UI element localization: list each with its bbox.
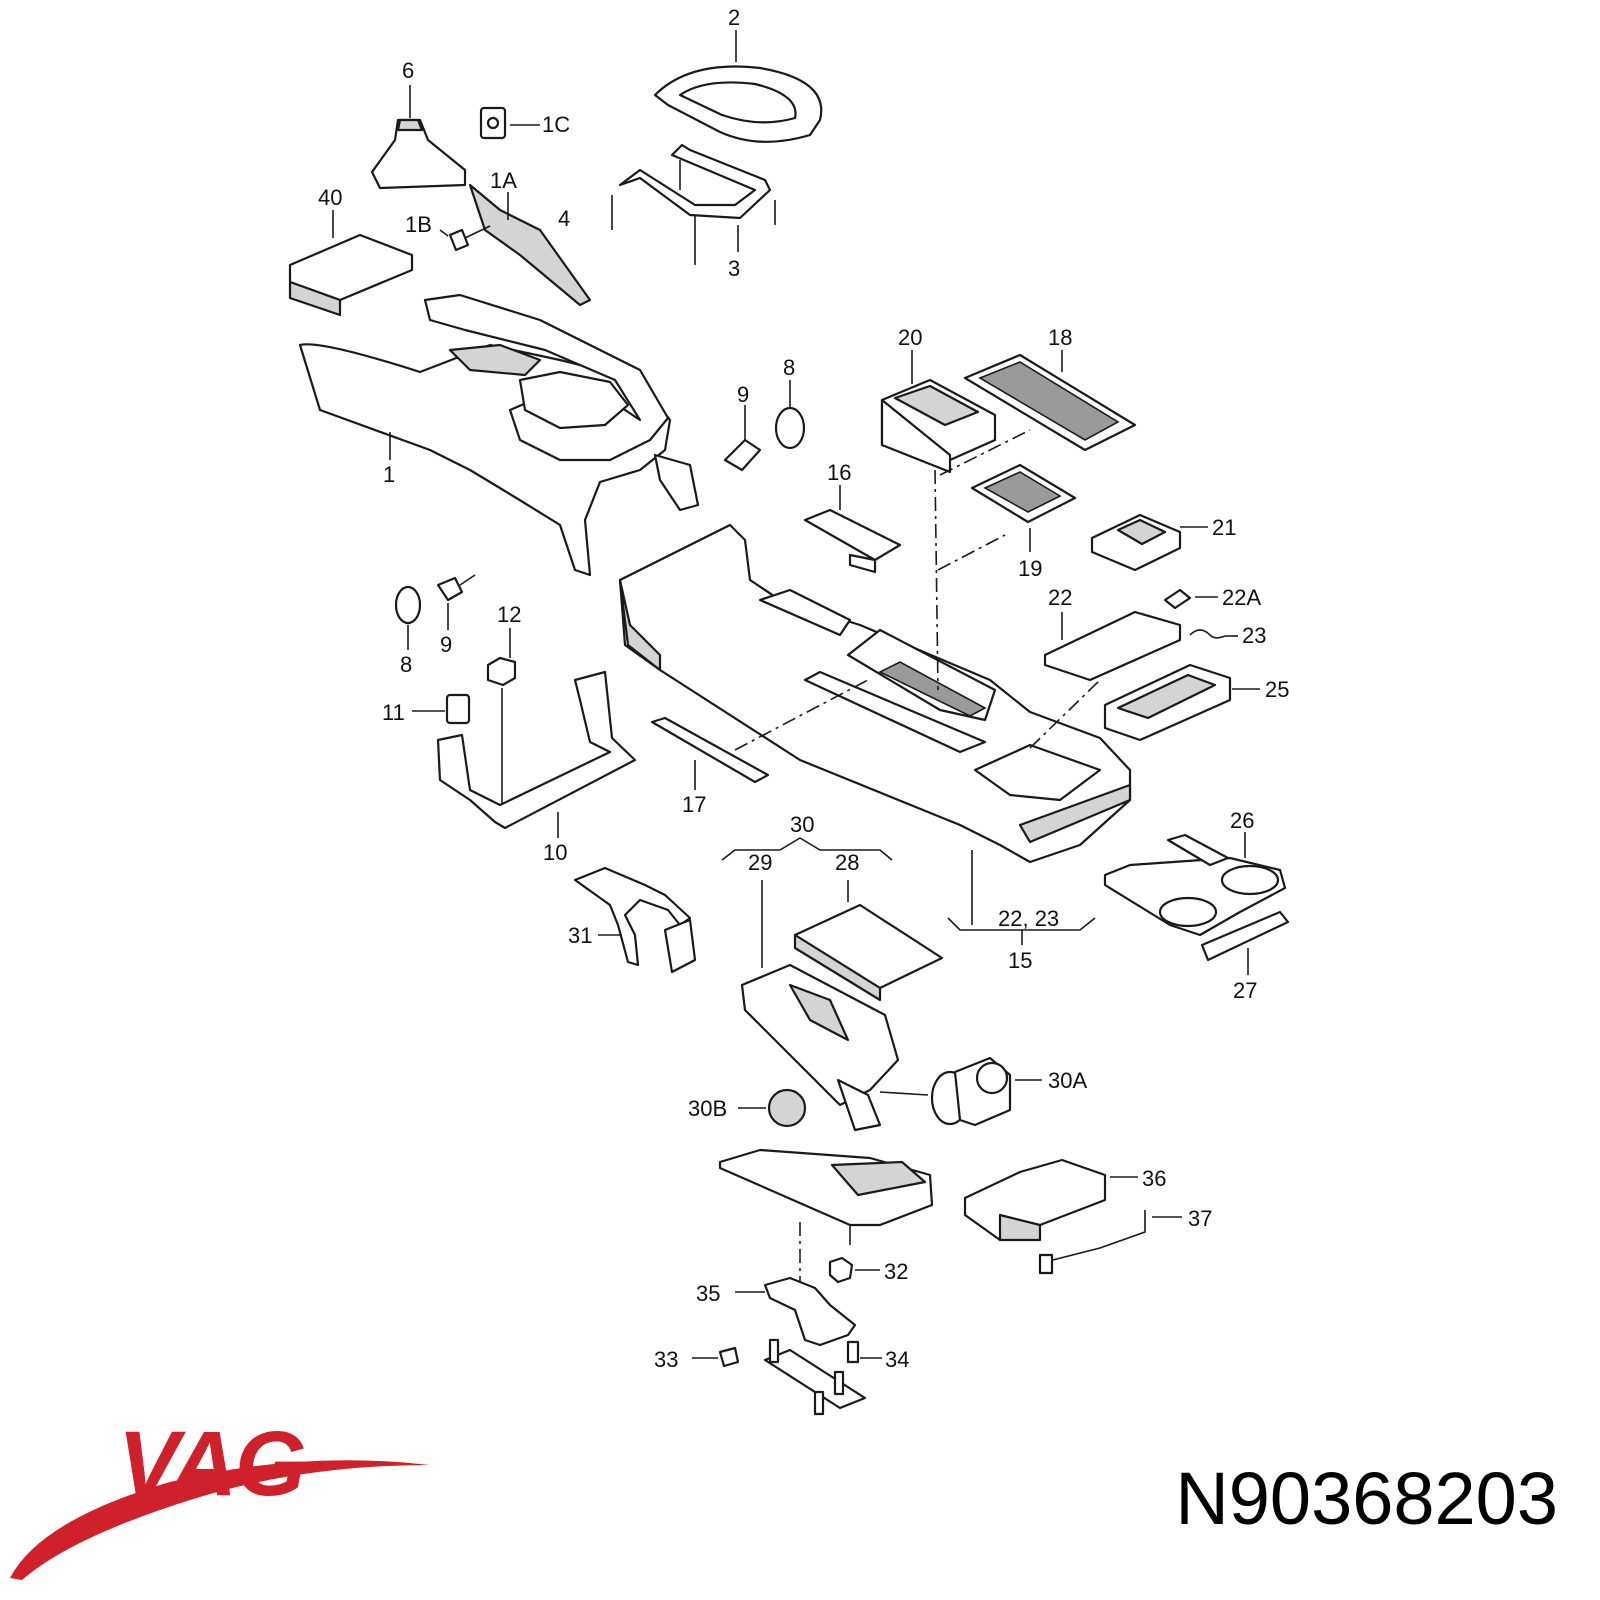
brand-swoosh-icon (10, 1460, 430, 1580)
callout-15: 15 (1008, 948, 1032, 973)
part-35-mount (735, 1276, 857, 1347)
callout-17: 17 (682, 792, 706, 817)
part-9-screw-upper (723, 405, 762, 472)
callout-labels: 2 6 1C 1A 40 1B 4 3 1 9 8 20 18 16 21 19… (318, 5, 1289, 1372)
callout-34: 34 (885, 1347, 909, 1372)
part-2-frame (653, 30, 823, 143)
part-27-trim (1200, 910, 1290, 975)
callout-30A: 30A (1048, 1068, 1087, 1093)
part-17-strip (650, 716, 770, 790)
part-21-bezel (1090, 513, 1208, 572)
callout-8-upper: 8 (783, 355, 795, 380)
part-26-cupholder (1103, 832, 1287, 937)
callout-20: 20 (898, 325, 922, 350)
part-10-bracket (436, 670, 637, 838)
callout-16: 16 (827, 460, 851, 485)
brand-logo: VAG (118, 1413, 307, 1515)
callout-1A: 1A (490, 168, 517, 193)
callout-29: 29 (748, 850, 772, 875)
callout-28: 28 (835, 850, 859, 875)
part-33-screw (692, 1346, 740, 1368)
part-34-screw (846, 1340, 882, 1364)
callout-1C: 1C (542, 112, 570, 137)
part-32-nut (828, 1256, 880, 1284)
callout-10: 10 (543, 840, 567, 865)
callout-8-lower: 8 (400, 652, 412, 677)
callout-4: 4 (558, 206, 570, 231)
callout-27: 27 (1233, 978, 1257, 1003)
callout-1B: 1B (405, 212, 432, 237)
assembly-lines (734, 429, 1101, 1290)
callout-19: 19 (1018, 556, 1042, 581)
callout-26: 26 (1230, 808, 1254, 833)
callout-2: 2 (728, 5, 740, 30)
part-console-base (718, 1148, 934, 1245)
part-8-plug-upper (774, 380, 806, 450)
part-25-storage-tray (1103, 663, 1260, 742)
part-15-lower-console (618, 523, 1132, 925)
callout-25: 25 (1265, 677, 1289, 702)
part-22A-pin (1163, 588, 1218, 610)
callout-32: 32 (884, 1259, 908, 1284)
part-1-console-shell (298, 293, 700, 577)
part-30B-cap (738, 1088, 807, 1128)
callout-9-upper: 9 (737, 382, 749, 407)
part-1B-screw (439, 225, 491, 252)
callout-31: 31 (568, 923, 592, 948)
part-36-module (963, 1158, 1138, 1242)
part-1A-panel (468, 183, 592, 307)
callout-33: 33 (654, 1347, 678, 1372)
part-number: N90368203 (1175, 1457, 1558, 1540)
part-37-cable (1038, 1210, 1182, 1275)
callout-12: 12 (497, 602, 521, 627)
callout-21: 21 (1212, 515, 1236, 540)
callout-37: 37 (1188, 1206, 1212, 1231)
part-9-screw-lower (436, 574, 476, 630)
callout-22A: 22A (1222, 585, 1261, 610)
part-23-spring (1189, 629, 1238, 639)
callout-18: 18 (1048, 325, 1072, 350)
callout-30: 30 (790, 812, 814, 837)
part-1C-clip (479, 106, 540, 140)
part-12-nut (486, 628, 517, 810)
callout-23: 23 (1242, 623, 1266, 648)
callout-15-bracket (947, 917, 1096, 945)
part-19-mat (970, 463, 1077, 552)
callout-35: 35 (696, 1281, 720, 1306)
part-29-armrest-box (740, 880, 900, 1132)
part-11-clip (412, 693, 471, 725)
part-28-armrest-lid (793, 880, 944, 1002)
part-mounting-plate (763, 1338, 867, 1416)
part-3-bracket (611, 143, 776, 265)
callout-6: 6 (402, 58, 414, 83)
callout-22-23: 22, 23 (998, 906, 1059, 931)
callout-1: 1 (383, 462, 395, 487)
callout-30B: 30B (688, 1096, 727, 1121)
part-8-plug-lower (394, 585, 422, 650)
callout-3: 3 (728, 256, 740, 281)
part-22-lid (1043, 610, 1182, 682)
part-20-ashtray (880, 350, 997, 474)
part-31-bracket (573, 866, 697, 974)
callout-9-lower: 9 (440, 632, 452, 657)
callout-11: 11 (382, 700, 405, 725)
part-18-mat (963, 350, 1137, 452)
part-30A-cupholder (879, 1056, 1042, 1127)
callout-22: 22 (1048, 585, 1072, 610)
part-16-vent (803, 485, 902, 574)
part-6-boot (370, 85, 467, 190)
part-40-tray (288, 210, 414, 317)
callout-40: 40 (318, 185, 342, 210)
callout-30-bracket (721, 837, 893, 861)
callout-36: 36 (1142, 1166, 1166, 1191)
